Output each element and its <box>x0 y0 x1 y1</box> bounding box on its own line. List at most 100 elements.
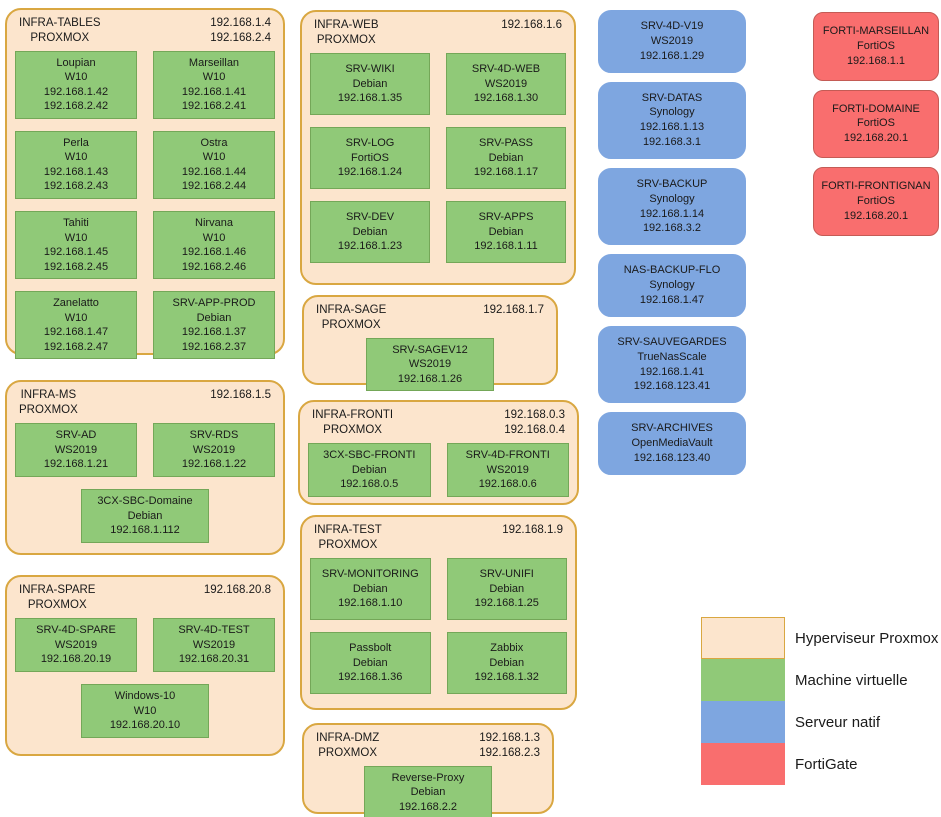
server-ip: 192.168.1.47 <box>639 293 705 306</box>
vm-ip: 192.168.2.2 <box>398 800 458 813</box>
server-os: WS2019 <box>650 34 694 47</box>
hypervisor-ip: 192.168.2.3 <box>479 746 540 759</box>
server-ip: 192.168.3.1 <box>642 136 702 149</box>
vm-name: SRV-AD <box>55 429 97 442</box>
vm-os: Debian <box>488 225 524 238</box>
vm-name: SRV-4D-WEB <box>471 63 541 76</box>
vm-os: WS2019 <box>192 638 236 651</box>
hypervisor-name: INFRA-WEB <box>314 19 379 31</box>
hypervisor-ips: 192.168.1.5 <box>210 388 271 403</box>
vm-os: WS2019 <box>486 463 529 476</box>
legend-label: FortiGate <box>795 755 858 773</box>
vm-ip: 192.168.1.47 <box>43 326 109 339</box>
hypervisor-ips: 192.168.20.8 <box>204 583 271 598</box>
fortigate-ip: 192.168.20.1 <box>843 132 909 145</box>
server-ip: 192.168.123.41 <box>633 380 711 393</box>
hypervisor-name: INFRA-TABLES <box>19 17 101 29</box>
server-name: SRV-ARCHIVES <box>631 422 713 435</box>
server-ip: 192.168.1.13 <box>639 121 705 134</box>
fortigate-os: FortiOS <box>857 194 895 207</box>
vm-name: Ostra <box>200 136 228 149</box>
server-ip: 192.168.123.40 <box>633 451 711 464</box>
vm-ip: 192.168.2.42 <box>43 100 109 113</box>
legend-item-serveur-natif: Serveur natif <box>701 701 938 743</box>
vm-ip: 192.168.2.43 <box>43 180 109 193</box>
vm-ip: 192.168.1.42 <box>43 85 109 98</box>
vm-os: WS2019 <box>54 443 98 456</box>
hypervisor-name: INFRA-SPARE <box>19 584 96 596</box>
server-ip: 192.168.3.2 <box>642 222 702 235</box>
vm-ip: 192.168.1.32 <box>474 671 539 684</box>
vm-ip: 192.168.20.31 <box>178 653 250 666</box>
hypervisor-ip: 192.168.1.3 <box>479 732 540 744</box>
vm-os: W10 <box>202 71 226 84</box>
vm-name: SRV-4D-TEST <box>178 624 250 637</box>
hypervisor-platform: PROXMOX <box>318 538 378 551</box>
vm-os: W10 <box>64 151 88 164</box>
vm-ip: 192.168.1.11 <box>474 240 538 253</box>
vm-ip: 192.168.2.44 <box>181 180 247 193</box>
server-name: SRV-4D-V19 <box>640 20 704 32</box>
vm-ip: 192.168.2.37 <box>181 340 247 353</box>
vm-name: Marseillan <box>188 56 240 69</box>
vm-ip: 192.168.1.35 <box>337 92 403 105</box>
hypervisor-platform: PROXMOX <box>321 318 381 331</box>
hypervisor-ips: 192.168.1.7 <box>483 303 544 318</box>
vm-ip: 192.168.1.17 <box>473 166 539 179</box>
vm-ip: 192.168.1.112 <box>110 524 180 537</box>
vm-ip: 192.168.20.10 <box>109 719 181 732</box>
hypervisor-name: INFRA-DMZ <box>316 732 380 744</box>
server-os: OpenMediaVault <box>631 437 713 450</box>
vm-name: Zabbix <box>490 642 524 655</box>
vm-os: W10 <box>64 231 88 244</box>
vm-ip: 192.168.1.37 <box>181 326 247 339</box>
legend-label: Machine virtuelle <box>795 671 908 689</box>
hypervisor-ip: 192.168.1.5 <box>210 389 271 401</box>
vm-os: WS2019 <box>54 638 98 651</box>
vm-ip: 192.168.1.30 <box>473 92 539 105</box>
vm-ip: 192.168.0.6 <box>478 478 537 491</box>
vm-os: W10 <box>202 151 226 164</box>
vm-name: Zanelatto <box>53 297 99 310</box>
vm-name: Reverse-Proxy <box>391 771 465 784</box>
vm-os: Debian <box>352 77 388 90</box>
server-name: SRV-BACKUP <box>636 177 708 190</box>
fortigate-name: FORTI-MARSEILLAN <box>822 25 930 37</box>
vm-os: WS2019 <box>408 358 452 371</box>
vm-ip: 192.168.1.44 <box>181 165 247 178</box>
